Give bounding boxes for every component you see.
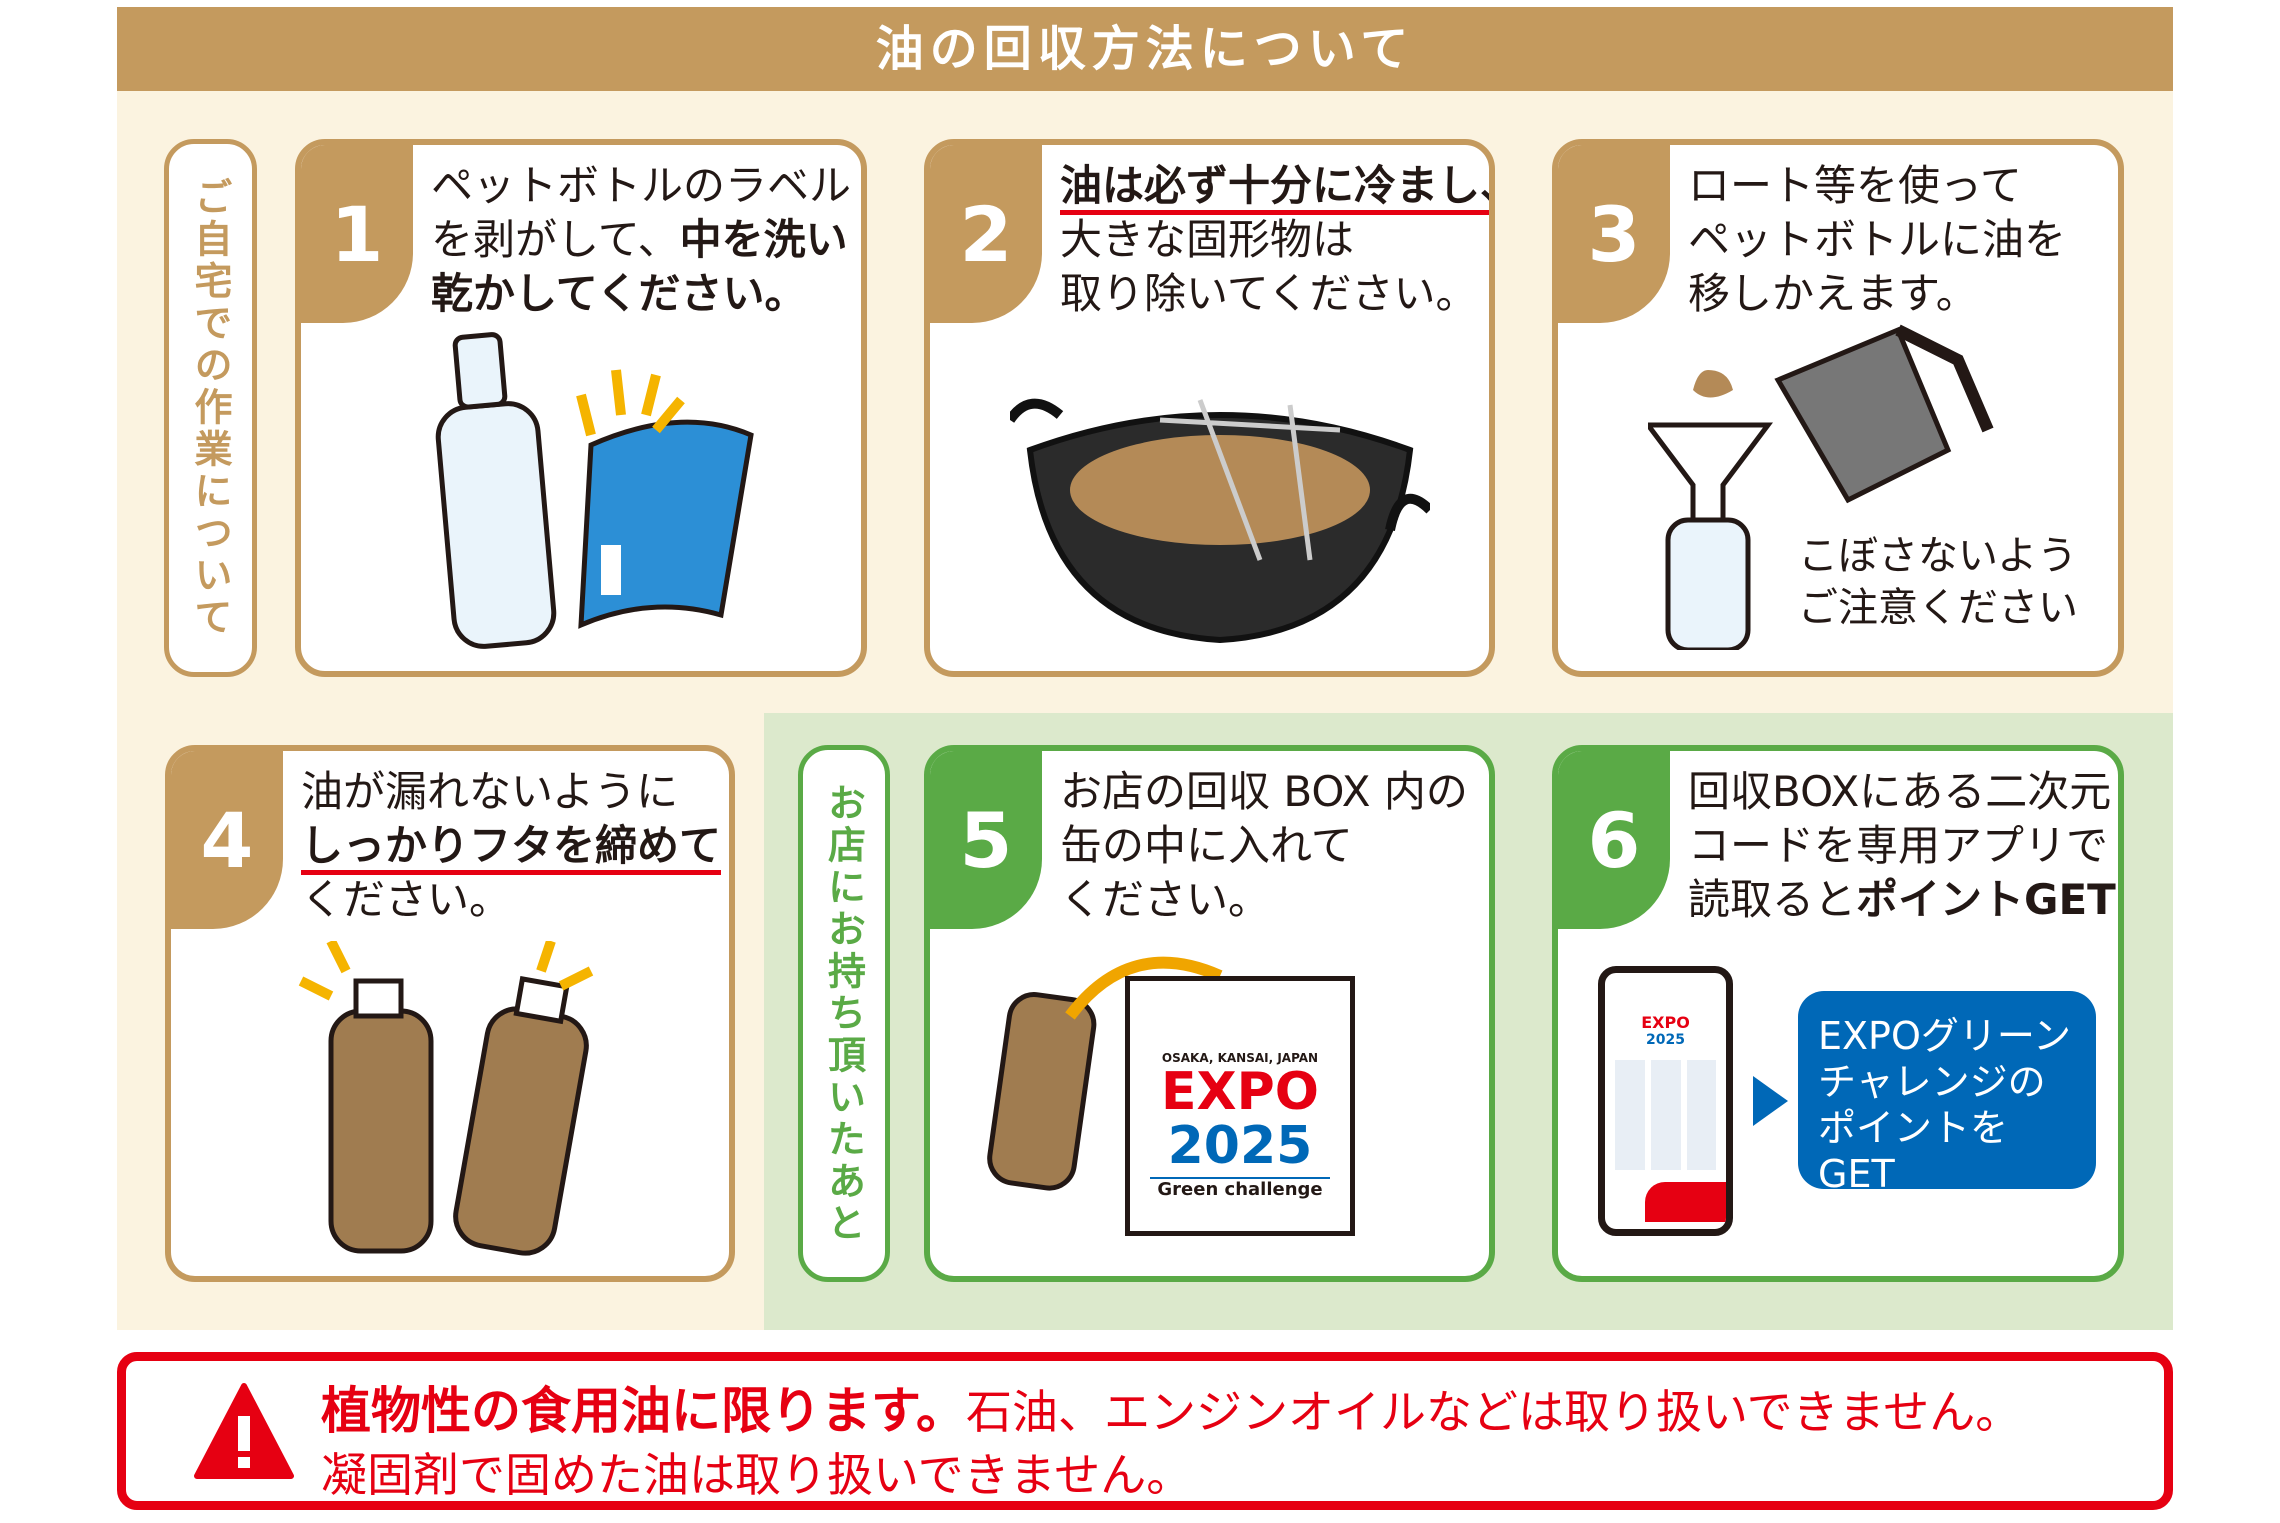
side-label-home: ご自宅での作業について [164, 139, 257, 677]
step-text: 回収BOXにある二次元 コードを専用アプリで 読取るとポイントGET! [1688, 765, 2124, 927]
step-3-card: 3 ロート等を使って ペットボトルに油を 移しかえます。 こぼさないよう ご注意… [1552, 139, 2124, 677]
text-line: ペットボトルに油を [1688, 215, 2067, 264]
text-line: ロート等を使って [1688, 161, 2022, 210]
page-title: 油の回収方法について [117, 7, 2173, 91]
smartphone-app-screenshot: EXPO 2025 [1598, 966, 1733, 1236]
step-text: 油は必ず十分に冷まし、 大きな固形物は 取り除いてください。 [1060, 159, 1489, 321]
warning-box: 植物性の食用油に限ります。石油、エンジンオイルなどは取り扱いできません。 凝固剤… [117, 1352, 2173, 1510]
collection-box: OSAKA, KANSAI, JAPAN EXPO 2025 Green cha… [1125, 976, 1355, 1236]
text-line: 缶の中に入れて [1060, 821, 1353, 870]
text-line: コードを専用アプリで [1688, 821, 2109, 870]
step-number: 3 [1558, 145, 1670, 323]
bold-text: 乾かしてください。 [431, 269, 807, 318]
text-line: 回収BOXにある二次元 [1688, 767, 2112, 816]
box-logo-expo: EXPO [1161, 1062, 1319, 1122]
step-4-card: 4 油が漏れないように しっかりフタを締めて ください。 [165, 745, 735, 1282]
warning-line-2: 凝固剤で固めた油は取り扱いできません。 [321, 1448, 1193, 1502]
text-line: こぼさないよう [1798, 533, 2078, 579]
warning-line-1: 植物性の食用油に限ります。石油、エンジンオイルなどは取り扱いできません。 [321, 1371, 2021, 1443]
bold-underlined-text: 油は必ず十分に冷まし、 [1060, 161, 1489, 215]
text: 読取ると [1688, 875, 1857, 924]
text-line: を剥がして、中を洗い [431, 213, 851, 267]
bold-text: ポイントGET! [1856, 875, 2124, 924]
text: を剥がして、 [431, 215, 680, 264]
app-mascot [1645, 1182, 1726, 1222]
step-number: 4 [171, 751, 283, 929]
text-line: チャレンジの [1818, 1060, 2046, 1104]
step-6-card: 6 回収BOXにある二次元 コードを専用アプリで 読取るとポイントGET! EX… [1552, 745, 2124, 1282]
caution-note: こぼさないよう ご注意ください [1798, 530, 2078, 634]
bold-text: 中を洗い [679, 215, 848, 264]
step-text: お店の回収 BOX 内の 缶の中に入れて ください。 [1060, 765, 1468, 927]
text-line: 乾かしてください。 [431, 267, 851, 321]
step-1-card: 1 ペットボトルのラベル を剥がして、中を洗い 乾かしてください。 [295, 139, 867, 677]
step-number: 1 [301, 145, 413, 323]
step-number: 6 [1558, 751, 1670, 929]
text-line: しっかりフタを締めて [301, 819, 722, 875]
box-subtitle: OSAKA, KANSAI, JAPAN [1161, 1051, 1319, 1065]
text-line: 取り除いてください。 [1060, 269, 1478, 318]
app-logo-expo: EXPO [1641, 1013, 1690, 1032]
step-5-card: 5 お店の回収 BOX 内の 缶の中に入れて ください。 OSAKA, KANS… [924, 745, 1495, 1282]
text-line: EXPOグリーン [1818, 1014, 2071, 1058]
green-challenge-points-box: EXPOグリーン チャレンジの ポイントを GET [1798, 991, 2096, 1196]
text-line: ペットボトルのラベル [431, 161, 852, 210]
text-line: お店の回収 BOX 内の [1060, 767, 1468, 816]
box-caption: Green challenge [1150, 1177, 1330, 1200]
bottle-and-label-icon [435, 332, 754, 649]
text-line: ください。 [301, 875, 512, 924]
warning-bold: 植物性の食用油に限ります。 [321, 1382, 966, 1440]
bottle-to-box-icon [987, 956, 1223, 1191]
text-line: 移しかえます。 [1688, 269, 1978, 318]
app-menu-grid [1615, 1060, 1716, 1170]
text-line: ください。 [1060, 875, 1271, 924]
app-logo-year: 2025 [1646, 1032, 1685, 1048]
box-logo-year: 2025 [1167, 1116, 1313, 1176]
text-line: ポイントを GET [1818, 1106, 2009, 1196]
text-line: 油は必ず十分に冷まし、 [1060, 159, 1489, 215]
warning-text: 石油、エンジンオイルなどは取り扱いできません。 [966, 1385, 2022, 1439]
step-number: 2 [930, 145, 1042, 323]
step-2-card: 2 油は必ず十分に冷まし、 大きな固形物は 取り除いてください。 [924, 139, 1495, 677]
step-number: 5 [930, 751, 1042, 929]
step-text: ペットボトルのラベル を剥がして、中を洗い 乾かしてください。 [431, 159, 851, 321]
funnel-and-pitcher-icon [1648, 324, 1994, 650]
text-line: 油が漏れないように [301, 767, 679, 816]
side-label-store: お店にお持ち頂いたあと [798, 745, 890, 1282]
play-arrow-icon [1753, 1076, 1788, 1126]
warning-triangle-icon [194, 1383, 294, 1479]
text-line: 大きな固形物は [1060, 215, 1355, 264]
text-line: ご注意ください [1798, 585, 2078, 631]
step-text: 油が漏れないように しっかりフタを締めて ください。 [301, 765, 722, 927]
step-text: ロート等を使って ペットボトルに油を 移しかえます。 [1688, 159, 2066, 321]
capped-oil-bottles-icon [298, 941, 594, 1256]
text-line: 読取るとポイントGET! [1688, 873, 2124, 927]
frying-pot-icon [1010, 398, 1430, 644]
bold-underlined-text: しっかりフタを締めて [301, 821, 722, 875]
